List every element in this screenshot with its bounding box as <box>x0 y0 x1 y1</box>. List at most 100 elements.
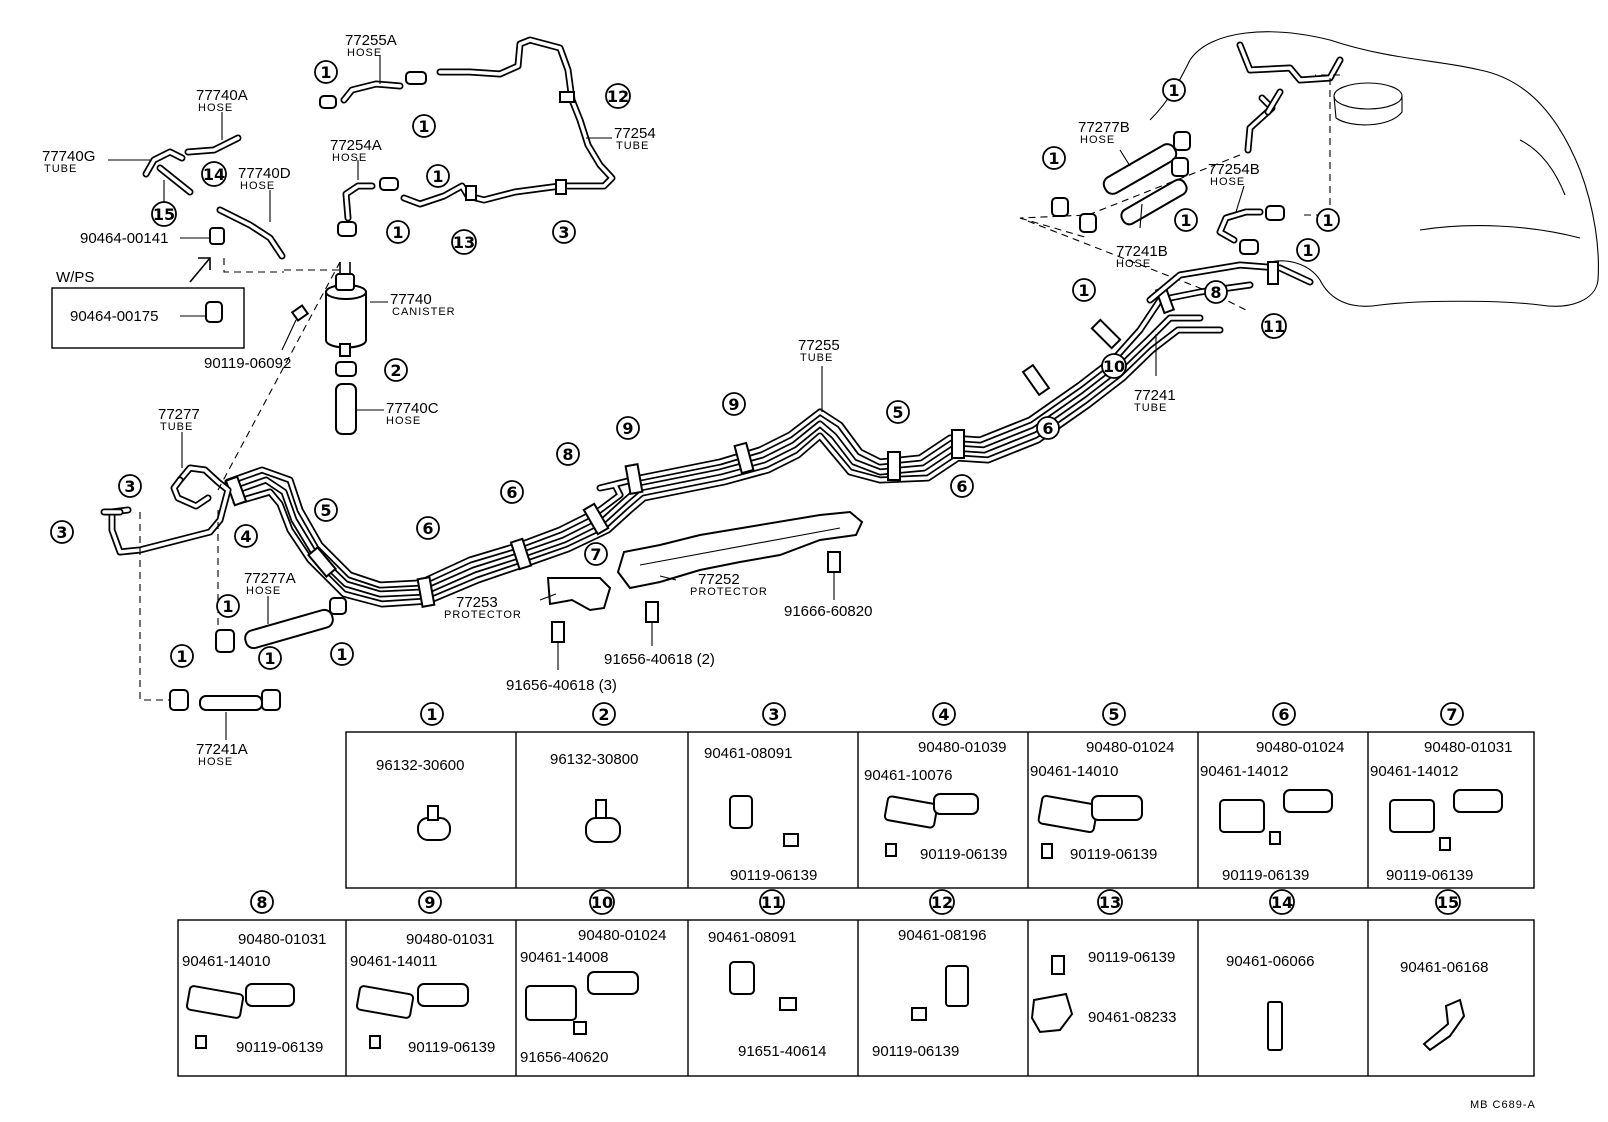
callout-1: 1 <box>1174 208 1198 232</box>
legend-header-10: 10 <box>589 889 615 915</box>
label-77241: 77241 <box>1134 387 1176 404</box>
legend-9-part-c: 90119-06139 <box>408 1039 495 1056</box>
legend-table <box>177 731 1535 1077</box>
legend-9-part-a: 90480-01031 <box>406 931 494 948</box>
label-77277A: 77277A <box>244 570 296 587</box>
callout-1: 1 <box>1042 146 1066 170</box>
label-77241B-type: HOSE <box>1116 258 1151 270</box>
svg-text:1: 1 <box>1078 281 1089 300</box>
svg-text:10: 10 <box>1103 357 1125 376</box>
svg-text:13: 13 <box>453 233 475 252</box>
label-77277B: 77277B <box>1078 119 1130 136</box>
callout-6: 6 <box>416 516 440 540</box>
svg-text:1: 1 <box>392 223 403 242</box>
legend-header-12: 12 <box>929 889 955 915</box>
label-77255: 77255 <box>798 337 840 354</box>
legend-11-part-b: 91651-40614 <box>738 1043 826 1060</box>
legend-8-part-c: 90119-06139 <box>236 1039 323 1056</box>
legend-row2-headers: 8 9 10 11 12 13 14 15 <box>250 889 1461 915</box>
svg-text:6: 6 <box>1278 705 1289 724</box>
label-77241A: 77241A <box>196 741 248 758</box>
svg-text:14: 14 <box>1271 893 1293 912</box>
callout-5: 5 <box>886 400 910 424</box>
svg-text:11: 11 <box>1263 317 1285 336</box>
legend-row1-headers: 1 2 3 4 5 6 7 <box>420 702 1464 726</box>
svg-text:14: 14 <box>203 165 225 184</box>
label-wps: W/PS <box>56 269 94 286</box>
callout-3: 3 <box>50 520 74 544</box>
legend-14-part-a: 90461-06066 <box>1226 953 1314 970</box>
legend-11-part-a: 90461-08091 <box>708 929 796 946</box>
label-77740D-type: HOSE <box>240 180 275 192</box>
callout-1: 1 <box>1162 78 1186 102</box>
canister-77740 <box>325 262 367 357</box>
clamp-2-canister <box>335 361 357 377</box>
svg-text:3: 3 <box>768 705 779 724</box>
svg-text:8: 8 <box>1210 283 1221 302</box>
legend-9-part-b: 90461-14011 <box>350 953 437 970</box>
lower-left-hoses <box>169 597 347 711</box>
label-91656-40618-2: 91656-40618 (2) <box>604 651 715 668</box>
callout-10: 10 <box>1101 353 1127 379</box>
callout-5: 5 <box>314 498 338 522</box>
callout-8: 8 <box>1204 280 1228 304</box>
legend-7-part-a: 90480-01031 <box>1424 739 1512 756</box>
legend-7-part-b: 90461-14012 <box>1370 763 1458 780</box>
label-77254: 77254 <box>614 125 656 142</box>
label-77255A: 77255A <box>345 32 397 49</box>
svg-text:4: 4 <box>938 705 949 724</box>
legend-header-13: 13 <box>1097 889 1123 915</box>
label-77277B-type: HOSE <box>1080 134 1115 146</box>
label-77740G: 77740G <box>42 148 95 165</box>
callout-12: 12 <box>605 83 631 109</box>
label-91656-40618-3: 91656-40618 (3) <box>506 677 617 694</box>
legend-12-part-a: 90461-08196 <box>898 927 986 944</box>
svg-text:6: 6 <box>506 483 517 502</box>
legend-15-part-a: 90461-06168 <box>1400 959 1488 976</box>
callout-3: 3 <box>552 220 576 244</box>
svg-text:1: 1 <box>1322 211 1333 230</box>
label-77241B: 77241B <box>1116 243 1168 260</box>
legend-13-part-b: 90461-08233 <box>1088 1009 1176 1026</box>
legend-6-part-a: 90480-01024 <box>1256 739 1344 756</box>
legend-6-part-c: 90119-06139 <box>1222 867 1309 884</box>
callout-1: 1 <box>330 642 354 666</box>
svg-text:15: 15 <box>1437 893 1459 912</box>
label-90464-00175: 90464-00175 <box>70 308 158 325</box>
label-77277-type: TUBE <box>160 421 193 433</box>
callout-1: 1 <box>314 60 338 84</box>
legend-4-part-b: 90461-10076 <box>864 767 952 784</box>
svg-text:1: 1 <box>222 597 233 616</box>
label-77740-type: CANISTER <box>392 306 456 318</box>
label-90119-06092: 90119-06092 <box>204 355 291 372</box>
legend-header-3: 3 <box>762 702 786 726</box>
svg-text:3: 3 <box>558 223 569 242</box>
label-77254B: 77254B <box>1208 161 1260 178</box>
label-77254-type: TUBE <box>616 140 649 152</box>
label-77241A-type: HOSE <box>198 756 233 768</box>
legend-10-part-b: 90461-14008 <box>520 949 608 966</box>
svg-text:4: 4 <box>240 527 251 546</box>
svg-text:7: 7 <box>1446 705 1457 724</box>
protector-bolts <box>551 551 841 643</box>
legend-3-part-b: 90119-06139 <box>730 867 817 884</box>
part-labels: 77255A HOSE 77740A HOSE 77740G TUBE 7774… <box>42 32 1260 768</box>
fuel-tank-outline <box>1149 31 1599 307</box>
label-91666-60820: 91666-60820 <box>784 603 872 620</box>
svg-text:9: 9 <box>424 893 435 912</box>
svg-text:10: 10 <box>591 893 613 912</box>
bundle-clamps <box>224 285 1176 608</box>
label-77740C-type: HOSE <box>386 415 421 427</box>
svg-text:1: 1 <box>1168 81 1179 100</box>
svg-text:1: 1 <box>336 645 347 664</box>
legend-header-9: 9 <box>418 890 442 914</box>
label-77740A: 77740A <box>196 87 248 104</box>
label-77253: 77253 <box>456 594 498 611</box>
label-77255A-type: HOSE <box>347 47 382 59</box>
svg-text:1: 1 <box>1302 241 1313 260</box>
label-77254A: 77254A <box>330 137 382 154</box>
label-77740A-type: HOSE <box>198 102 233 114</box>
callout-8: 8 <box>556 442 580 466</box>
svg-text:1: 1 <box>418 117 429 136</box>
callout-1: 1 <box>1316 208 1340 232</box>
